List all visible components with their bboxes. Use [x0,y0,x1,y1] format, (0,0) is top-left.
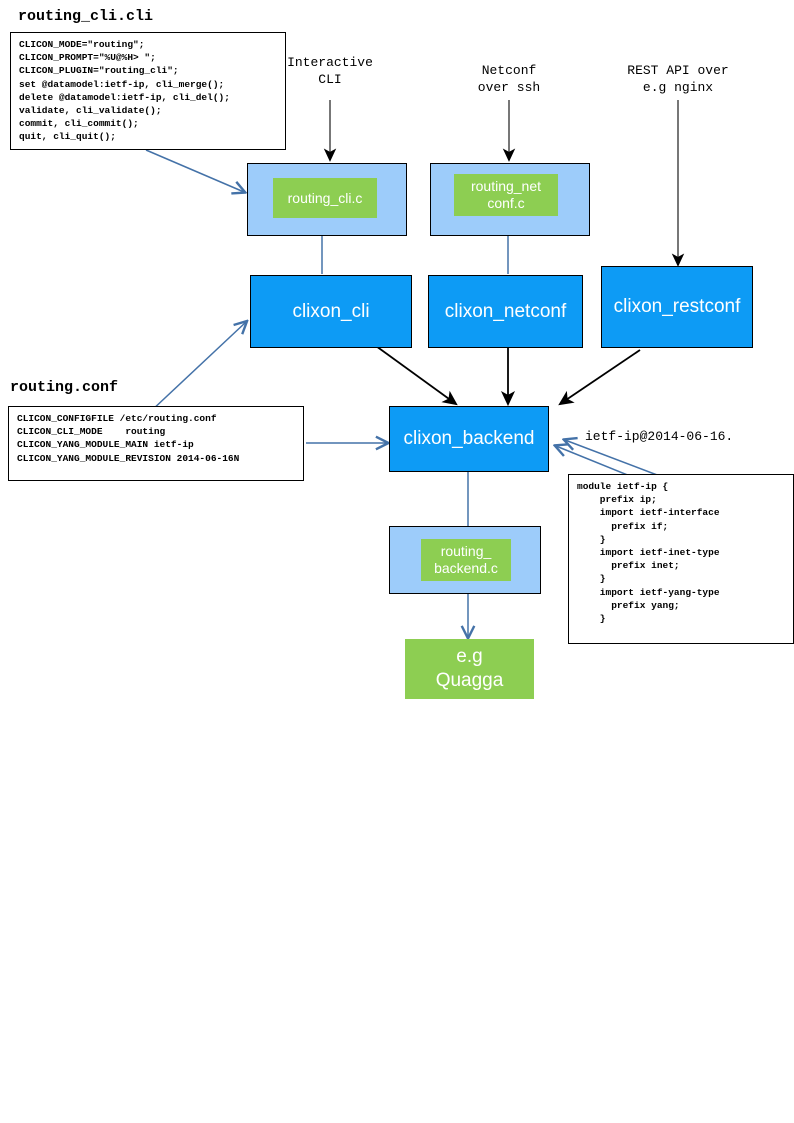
label-netconf-over-ssh: Netconf over ssh [477,63,541,95]
conf-file-title: routing.conf [10,379,119,396]
cli-spec-title: routing_cli.cli [18,8,154,25]
plugin-routing-backend: routing_ backend.c [421,539,511,581]
external-routing-daemon: e.g Quagga [405,639,534,699]
process-clixon-backend: clixon_backend [389,406,549,472]
cli-plugin-container: routing_cli.c [247,163,407,236]
conf-file-code: CLICON_CONFIGFILE /etc/routing.conf CLIC… [17,413,240,464]
process-clixon-cli: clixon_cli [250,275,412,348]
process-clixon-netconf: clixon_netconf [428,275,583,348]
label-interactive-cli: Interactive CLI [287,55,373,87]
arrow-clixon-cli-to-backend [375,345,458,406]
cli-spec-code-box: CLICON_MODE="routing"; CLICON_PROMPT="%U… [10,32,286,150]
cli-spec-code: CLICON_MODE="routing"; CLICON_PROMPT="%U… [19,39,230,143]
arrow-conf-to-clixon-cli [149,322,246,413]
arrow-cli-spec-to-cli-container [145,149,244,192]
netconf-plugin-container: routing_net conf.c [430,163,590,236]
yang-file-code: module ietf-ip { prefix ip; import ietf-… [577,481,720,625]
label-rest-api: REST API over e.g nginx [627,63,729,95]
yang-file-title: ietf-ip@2014-06-16. [585,429,734,444]
arrow-yang-code-to-label [565,440,666,479]
arrow-clixon-restconf-to-backend [558,349,641,406]
backend-plugin-container: routing_ backend.c [389,526,541,594]
yang-file-code-box: module ietf-ip { prefix ip; import ietf-… [568,474,794,644]
process-clixon-restconf: clixon_restconf [601,266,753,348]
conf-file-code-box: CLICON_CONFIGFILE /etc/routing.conf CLIC… [8,406,304,481]
plugin-routing-netconf: routing_net conf.c [454,174,558,216]
plugin-routing-cli: routing_cli.c [273,178,377,218]
